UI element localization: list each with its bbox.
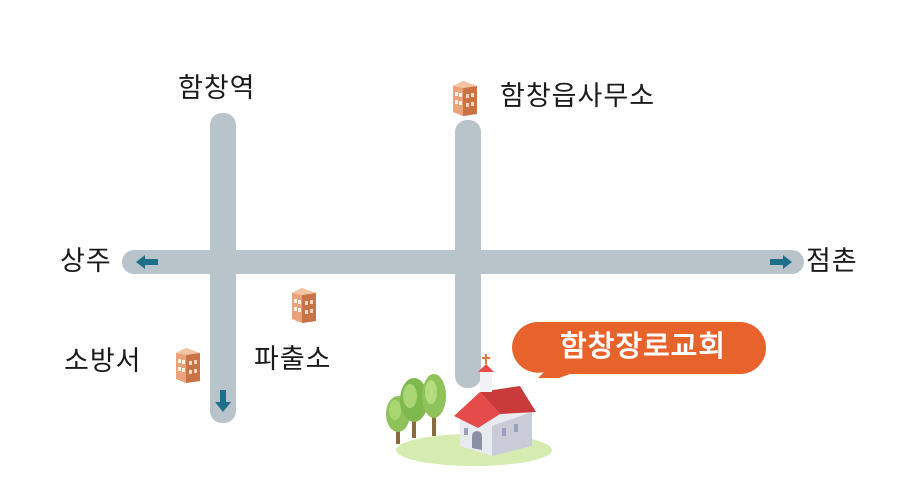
label-hamchang-station: 함창역 bbox=[178, 73, 256, 104]
arrow-down-icon bbox=[215, 390, 231, 412]
label-jeomchon: 점촌 bbox=[806, 246, 858, 277]
road-vertical-left bbox=[210, 113, 236, 423]
label-fire-station: 소방서 bbox=[64, 346, 142, 377]
label-sangju: 상주 bbox=[60, 246, 112, 277]
arrow-right-icon bbox=[770, 255, 792, 269]
building-icon bbox=[453, 81, 477, 116]
arrow-left-icon bbox=[136, 255, 158, 269]
tree-icon bbox=[400, 378, 428, 438]
building-icon bbox=[292, 288, 316, 323]
tree-icon bbox=[422, 374, 446, 436]
church-icon bbox=[386, 354, 552, 466]
road-vertical-right bbox=[455, 120, 481, 388]
church-callout bbox=[512, 322, 766, 378]
label-police-box: 파출소 bbox=[254, 344, 332, 375]
building-icon bbox=[176, 348, 200, 383]
label-church: 함창장로교회 bbox=[559, 329, 727, 363]
label-hamchang-office: 함창읍사무소 bbox=[500, 81, 656, 112]
